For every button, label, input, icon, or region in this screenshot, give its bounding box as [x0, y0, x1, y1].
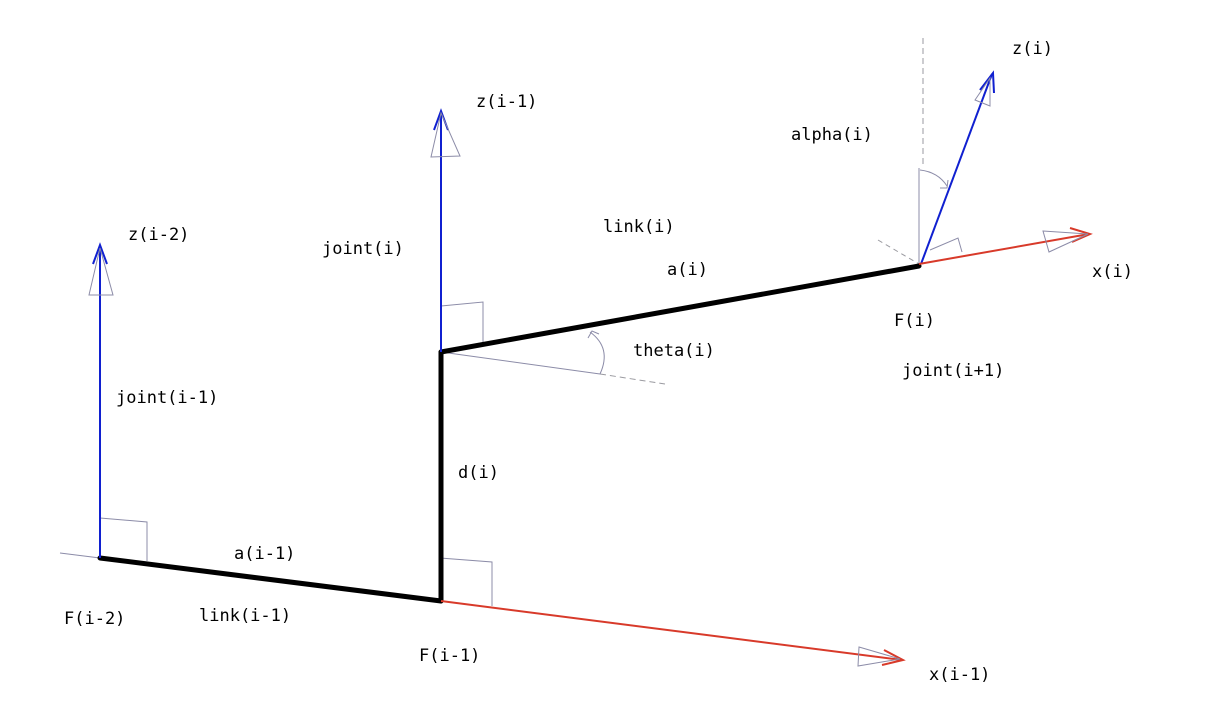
- f-i-dashed-diagonal: [877, 239, 920, 265]
- label-link-i-minus-1: link(i-1): [199, 606, 291, 626]
- construction-lines: [59, 38, 963, 606]
- x-i-minus-1-projection-dashed: [599, 373, 666, 385]
- labels: z(i-2) joint(i-1) F(i-2) a(i-1) link(i-1…: [64, 39, 1133, 685]
- link-i-minus-1-segment: [97, 555, 444, 604]
- right-angle-marker-f-i: [929, 237, 963, 253]
- label-x-i: x(i): [1092, 262, 1133, 282]
- label-theta-i: theta(i): [633, 341, 715, 361]
- label-link-i: link(i): [603, 217, 675, 237]
- label-joint-i: joint(i): [322, 239, 404, 259]
- alpha-arc-arrowhead: [940, 179, 949, 189]
- theta-angle-arc: [589, 331, 605, 375]
- right-angle-marker-f-i-minus-1: [439, 557, 493, 606]
- label-a-i-minus-1: a(i-1): [234, 544, 295, 564]
- z-axis-i-minus-2: [88, 242, 114, 558]
- label-a-i: a(i): [667, 260, 708, 280]
- label-x-i-minus-1: x(i-1): [929, 665, 990, 685]
- label-d-i: d(i): [458, 463, 499, 483]
- links: [97, 263, 922, 604]
- alpha-angle-arc: [919, 169, 948, 187]
- label-frame-i: F(i): [894, 311, 935, 331]
- label-alpha-i: alpha(i): [791, 125, 873, 145]
- z-axis-i: [920, 70, 995, 265]
- z-axes: [88, 70, 995, 558]
- link-i-minus-1-extension: [59, 552, 101, 559]
- label-joint-i-plus-1: joint(i+1): [902, 361, 1004, 381]
- link-i-segment: [438, 263, 922, 355]
- label-z-i: z(i): [1012, 39, 1053, 59]
- x-axis-i-minus-1: [440, 600, 906, 667]
- right-angle-marker-f-i-minus-2: [99, 517, 148, 561]
- label-frame-i-minus-2: F(i-2): [64, 609, 125, 629]
- label-z-i-minus-2: z(i-2): [128, 225, 189, 245]
- x-axis-i: [918, 227, 1093, 265]
- label-joint-i-minus-1: joint(i-1): [116, 388, 218, 408]
- right-angle-marker-joint-i: [440, 301, 484, 345]
- label-frame-i-minus-1: F(i-1): [419, 646, 480, 666]
- x-axes: [440, 227, 1093, 667]
- x-i-minus-1-projection-solid: [440, 351, 601, 375]
- label-z-i-minus-1: z(i-1): [476, 92, 537, 112]
- z-axis-i-minus-1: [430, 108, 461, 352]
- theta-arc-arrowhead: [587, 330, 600, 339]
